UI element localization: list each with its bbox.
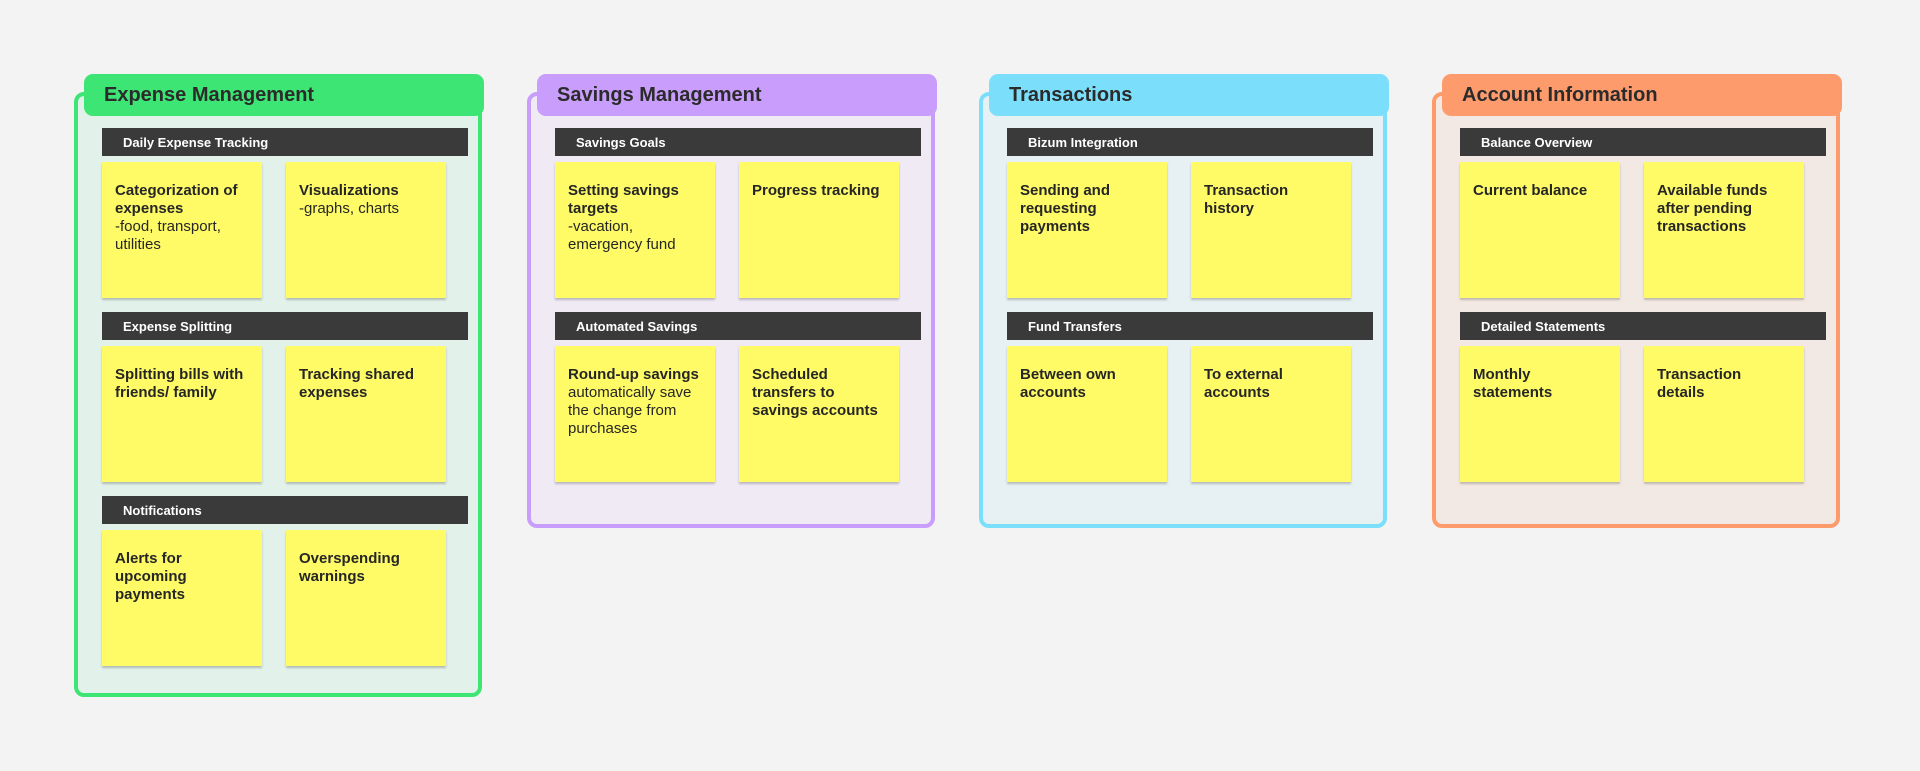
sticky-note[interactable]: Overspending warnings <box>286 530 446 666</box>
sticky-note[interactable]: Visualizations -graphs, charts <box>286 162 446 298</box>
sticky-note[interactable]: Available funds after pending transactio… <box>1644 162 1804 298</box>
column-transactions: Transactions Bizum Integration Sending a… <box>979 74 1389 528</box>
section-fund-transfers: Fund Transfers Between own accounts To e… <box>1007 312 1373 482</box>
note-title: Available funds after pending transactio… <box>1657 182 1768 235</box>
notes-row: Setting savings targets -vacation, emerg… <box>555 162 921 298</box>
note-title: Between own accounts <box>1020 366 1116 401</box>
notes-row: Current balance Available funds after pe… <box>1460 162 1826 298</box>
column-title: Savings Management <box>537 74 937 116</box>
sticky-note[interactable]: Transaction details <box>1644 346 1804 482</box>
note-title: Transaction history <box>1204 182 1289 217</box>
column-savings-management: Savings Management Savings Goals Setting… <box>527 74 937 528</box>
section-title: Detailed Statements <box>1460 312 1826 340</box>
note-title: To external accounts <box>1204 366 1283 401</box>
sticky-note[interactable]: Round-up savings automatically save the … <box>555 346 715 482</box>
note-title: Setting savings targets <box>568 182 679 217</box>
note-title: Current balance <box>1473 182 1588 199</box>
sticky-note[interactable]: Transaction history <box>1191 162 1351 298</box>
note-title: Progress tracking <box>752 182 880 199</box>
notes-row: Categorization of expenses -food, transp… <box>102 162 468 298</box>
sticky-note[interactable]: Progress tracking <box>739 162 899 298</box>
note-title: Sending and requesting payments <box>1020 182 1110 235</box>
notes-row: Monthly statements Transaction details <box>1460 346 1826 482</box>
note-title: Scheduled transfers to savings accounts <box>752 366 878 419</box>
note-subtitle: -food, transport, utilities <box>115 218 221 253</box>
notes-row: Sending and requesting payments Transact… <box>1007 162 1373 298</box>
note-subtitle: -vacation, emergency fund <box>568 218 676 253</box>
section-title: Savings Goals <box>555 128 921 156</box>
sticky-note[interactable]: Tracking shared expenses <box>286 346 446 482</box>
notes-row: Splitting bills with friends/ family Tra… <box>102 346 468 482</box>
sticky-note[interactable]: Sending and requesting payments <box>1007 162 1167 298</box>
section-title: Expense Splitting <box>102 312 468 340</box>
column-expense-management: Expense Management Daily Expense Trackin… <box>74 74 484 697</box>
section-expense-splitting: Expense Splitting Splitting bills with f… <box>102 312 468 482</box>
sticky-note[interactable]: Splitting bills with friends/ family <box>102 346 262 482</box>
note-title: Visualizations <box>299 182 399 199</box>
notes-row: Between own accounts To external account… <box>1007 346 1373 482</box>
notes-row: Alerts for upcoming payments Overspendin… <box>102 530 468 666</box>
section-daily-expense-tracking: Daily Expense Tracking Categorization of… <box>102 128 468 298</box>
note-title: Round-up savings <box>568 366 699 383</box>
column-title: Transactions <box>989 74 1389 116</box>
sticky-note[interactable]: To external accounts <box>1191 346 1351 482</box>
sticky-note[interactable]: Scheduled transfers to savings accounts <box>739 346 899 482</box>
note-title: Alerts for upcoming payments <box>115 550 187 603</box>
column-title: Expense Management <box>84 74 484 116</box>
column-title: Account Information <box>1442 74 1842 116</box>
column-account-information: Account Information Balance Overview Cur… <box>1432 74 1842 528</box>
section-notifications: Notifications Alerts for upcoming paymen… <box>102 496 468 666</box>
section-title: Notifications <box>102 496 468 524</box>
sticky-note[interactable]: Alerts for upcoming payments <box>102 530 262 666</box>
note-title: Categorization of expenses <box>115 182 238 217</box>
section-automated-savings: Automated Savings Round-up savings autom… <box>555 312 921 482</box>
note-title: Tracking shared expenses <box>299 366 415 401</box>
sticky-note[interactable]: Monthly statements <box>1460 346 1620 482</box>
section-title: Balance Overview <box>1460 128 1826 156</box>
note-title: Monthly statements <box>1473 366 1553 401</box>
section-title: Fund Transfers <box>1007 312 1373 340</box>
notes-row: Round-up savings automatically save the … <box>555 346 921 482</box>
section-title: Daily Expense Tracking <box>102 128 468 156</box>
sticky-note[interactable]: Categorization of expenses -food, transp… <box>102 162 262 298</box>
note-title: Splitting bills with friends/ family <box>115 366 244 401</box>
sticky-note[interactable]: Setting savings targets -vacation, emerg… <box>555 162 715 298</box>
section-detailed-statements: Detailed Statements Monthly statements T… <box>1460 312 1826 482</box>
note-subtitle: -graphs, charts <box>299 200 400 217</box>
note-subtitle: automatically save the change from purch… <box>568 384 692 437</box>
sticky-note[interactable]: Current balance <box>1460 162 1620 298</box>
sticky-note[interactable]: Between own accounts <box>1007 346 1167 482</box>
note-title: Overspending warnings <box>299 550 400 585</box>
section-title: Automated Savings <box>555 312 921 340</box>
section-savings-goals: Savings Goals Setting savings targets -v… <box>555 128 921 298</box>
section-balance-overview: Balance Overview Current balance Availab… <box>1460 128 1826 298</box>
section-bizum-integration: Bizum Integration Sending and requesting… <box>1007 128 1373 298</box>
note-title: Transaction details <box>1657 366 1742 401</box>
section-title: Bizum Integration <box>1007 128 1373 156</box>
